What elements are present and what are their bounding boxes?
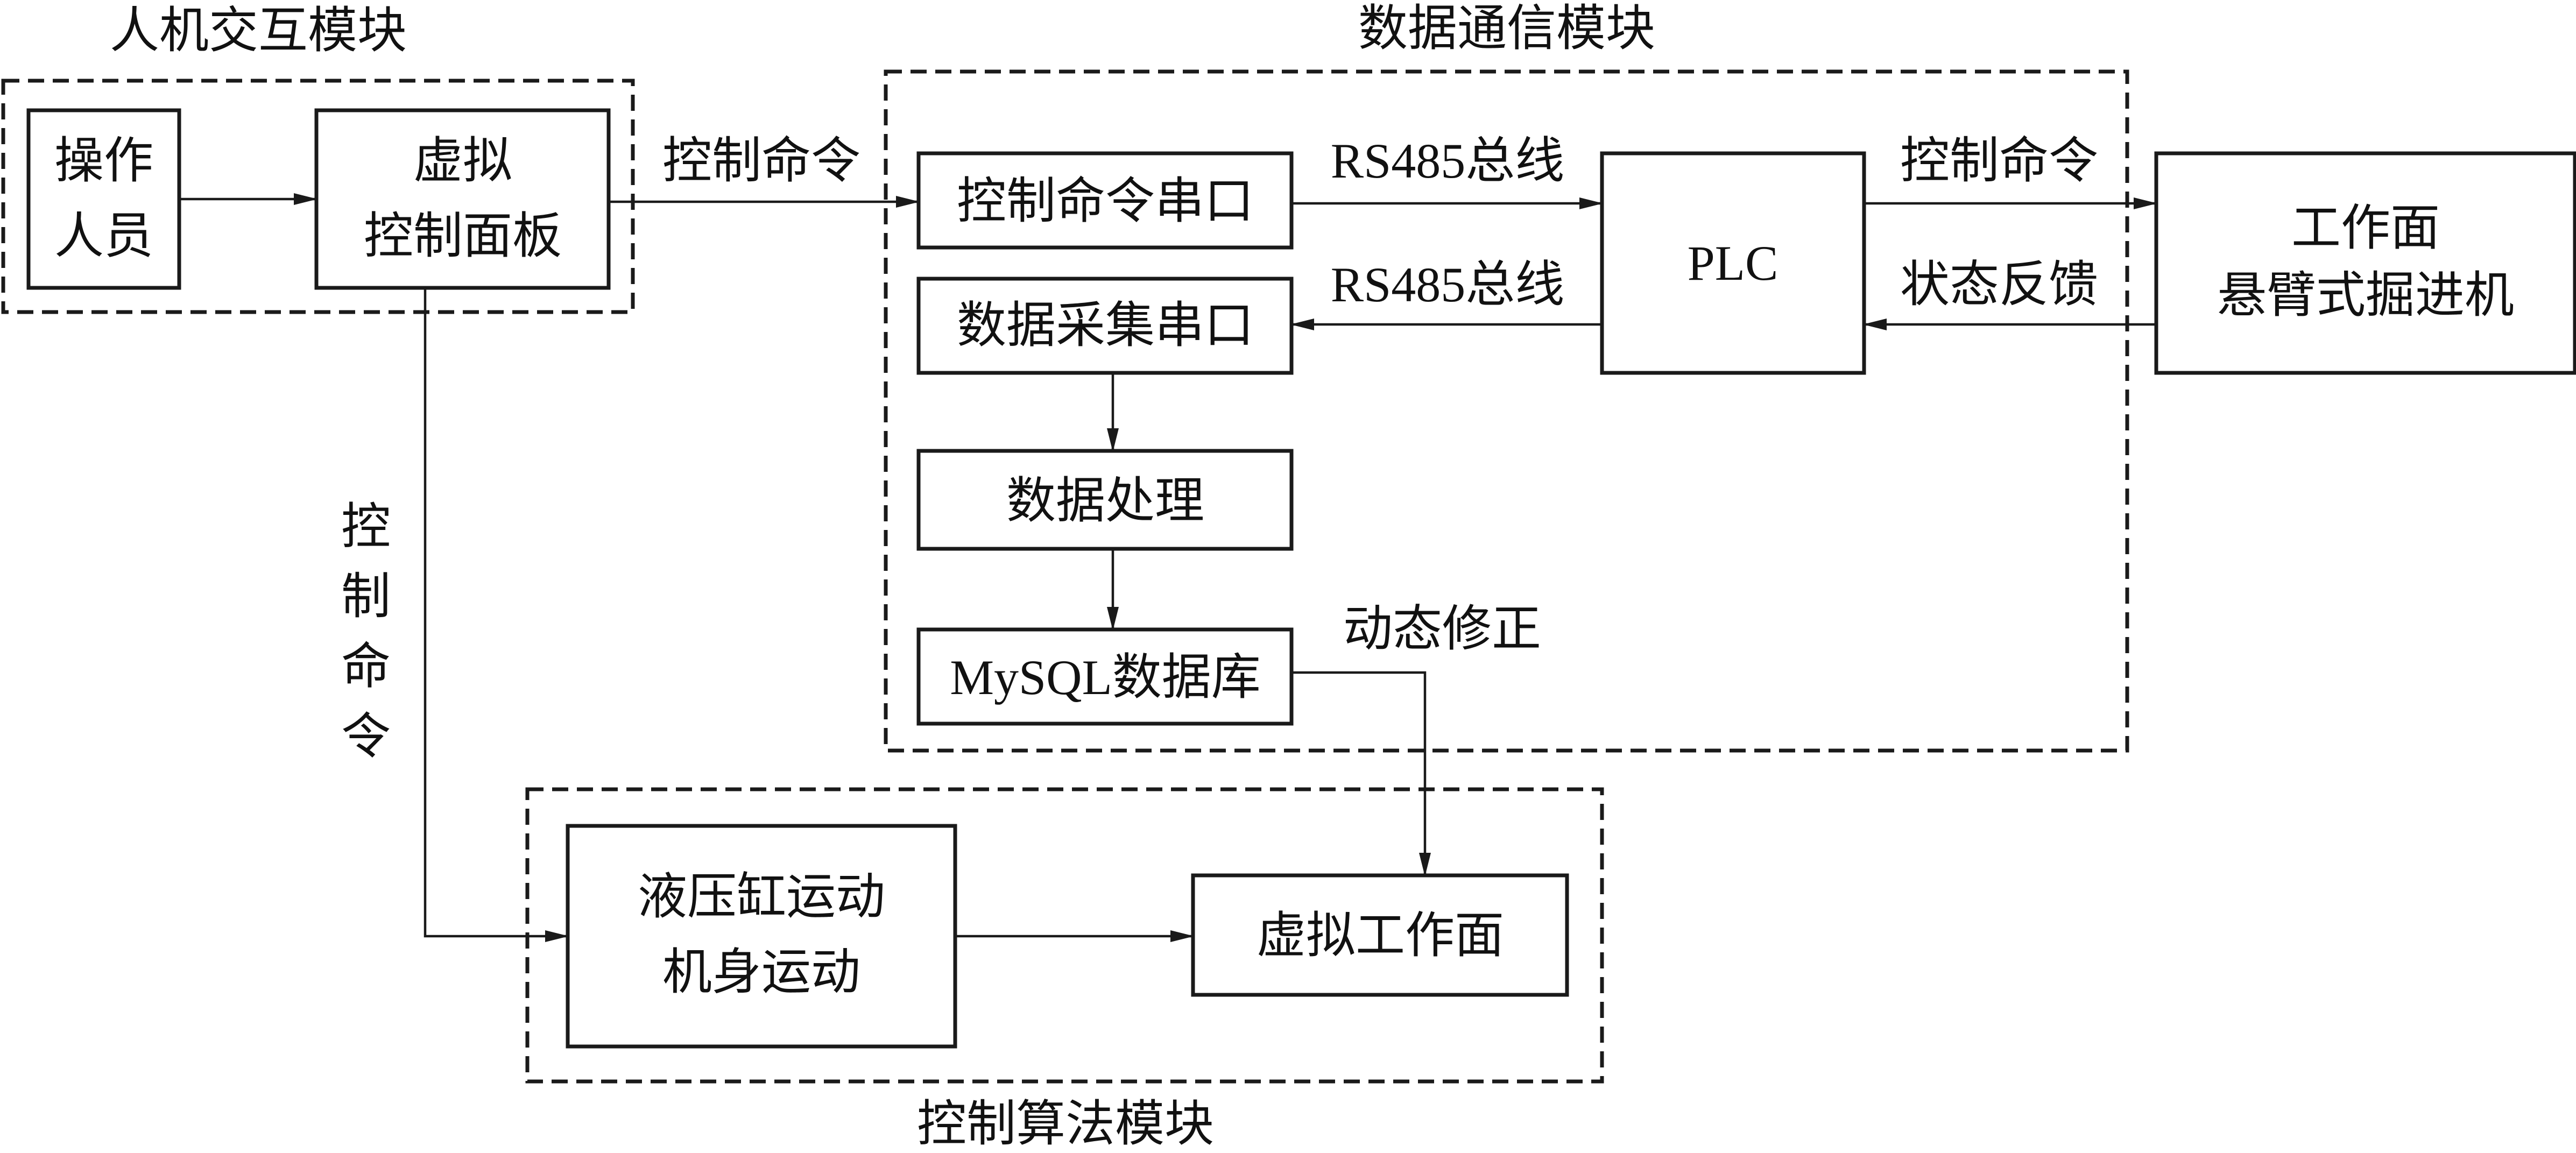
plc-to-machine-label: 控制命令 bbox=[1900, 132, 2098, 189]
machine-to-plc-label: 状态反馈 bbox=[1900, 256, 2098, 313]
hmi-module-frame bbox=[1, 79, 635, 314]
cylinder-box bbox=[566, 824, 957, 1049]
virtual-panel-box bbox=[314, 108, 611, 290]
hmi-module-title: 人机交互模块 bbox=[110, 2, 407, 59]
processing-box bbox=[916, 449, 1294, 551]
machine-label-line1: 工作面 bbox=[2291, 199, 2440, 257]
plc-label: PLC bbox=[1688, 236, 1779, 291]
virtual-panel-label-line1: 虚拟 bbox=[413, 132, 512, 189]
operator-label-line2: 人员 bbox=[54, 207, 153, 265]
plc-box bbox=[1600, 151, 1866, 375]
virtual-face-label: 虚拟工作面 bbox=[1257, 907, 1504, 964]
cylinder-label-line2: 机身运动 bbox=[662, 943, 860, 1001]
comm-module-title: 数据通信模块 bbox=[1358, 0, 1655, 57]
database-label: MySQL数据库 bbox=[950, 650, 1261, 705]
panel-to-port-label: 控制命令 bbox=[662, 132, 860, 189]
virtual-panel-label-line2: 控制面板 bbox=[364, 207, 562, 265]
virtual-face-box bbox=[1191, 873, 1569, 997]
vertical-command-char-4: 令 bbox=[341, 708, 391, 765]
algo-module-title: 控制算法模块 bbox=[917, 1095, 1214, 1152]
panel-to-cylinder-arrow bbox=[424, 288, 569, 942]
vertical-command-char-1: 控 bbox=[341, 498, 391, 555]
vertical-command-char-3: 命 bbox=[341, 638, 391, 695]
vertical-command-char-2: 制 bbox=[341, 568, 391, 625]
database-to-virtual-face-arrow bbox=[1291, 671, 1431, 876]
operator-label-line1: 操作 bbox=[54, 132, 153, 189]
data-port-box bbox=[916, 277, 1294, 375]
cylinder-label-line1: 液压缸运动 bbox=[638, 868, 885, 925]
data-port-label: 数据采集串口 bbox=[957, 296, 1254, 354]
dynamic-correction-label: 动态修正 bbox=[1343, 600, 1541, 657]
comm-module-frame bbox=[884, 69, 2129, 753]
machine-label-line2: 悬臂式掘进机 bbox=[2217, 266, 2514, 324]
database-box bbox=[916, 627, 1294, 726]
processing-label: 数据处理 bbox=[1006, 472, 1204, 529]
machine-box bbox=[2154, 151, 2576, 375]
port-to-plc-label: RS485总线 bbox=[1331, 133, 1565, 188]
cmd-port-label: 控制命令串口 bbox=[957, 172, 1254, 230]
plc-to-port-label: RS485总线 bbox=[1331, 257, 1565, 312]
